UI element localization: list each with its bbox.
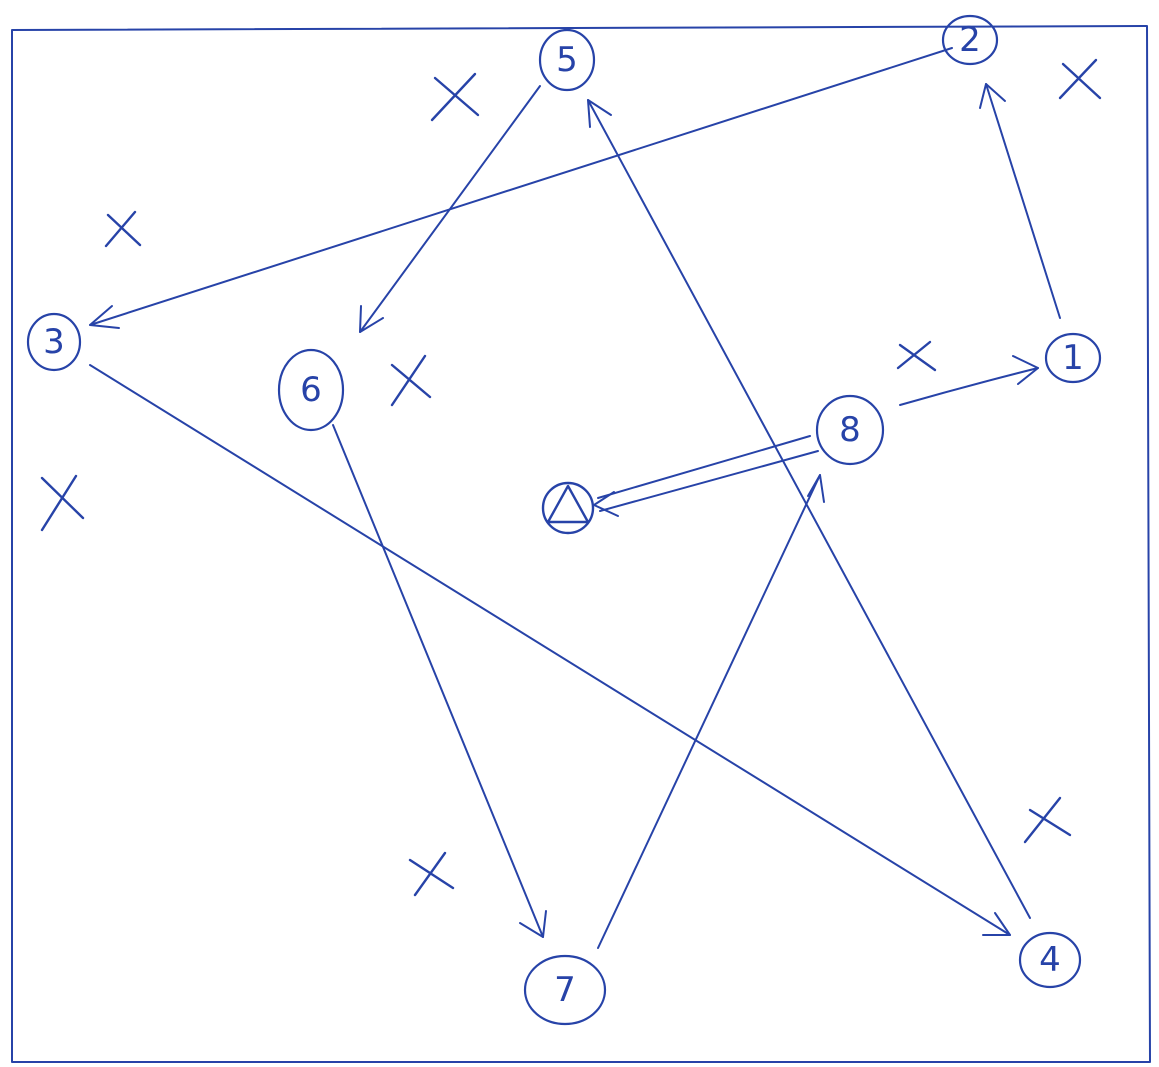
node-8: 8 xyxy=(815,394,885,466)
svg-text:7: 7 xyxy=(554,970,576,1010)
node-2: 2 xyxy=(941,14,999,66)
x-mark-icon xyxy=(1023,796,1072,844)
x-mark-icon xyxy=(390,354,432,407)
x-mark-icon xyxy=(430,72,480,122)
node-1: 1 xyxy=(1044,332,1102,384)
svg-text:3: 3 xyxy=(43,322,65,362)
edge-6-to-7 xyxy=(332,424,547,938)
edge-4-to-5 xyxy=(587,99,1031,919)
edge-2-to-3 xyxy=(89,47,953,329)
node-5: 5 xyxy=(538,28,596,92)
svg-text:4: 4 xyxy=(1039,940,1061,980)
edge-7-to-8 xyxy=(597,474,825,949)
node-7: 7 xyxy=(523,954,607,1026)
node-6: 6 xyxy=(277,348,345,432)
svg-text:2: 2 xyxy=(959,20,981,60)
edge-8-to-start-marker xyxy=(593,435,819,517)
edge-1-to-2 xyxy=(979,83,1061,319)
edge-8-to-1 xyxy=(899,355,1039,406)
svg-text:1: 1 xyxy=(1062,338,1084,378)
node-4: 4 xyxy=(1018,931,1082,989)
circle-with-triangle-icon xyxy=(541,481,595,535)
x-mark-icon xyxy=(40,474,85,532)
x-mark-icon xyxy=(104,210,142,248)
x-mark-icon xyxy=(1058,58,1102,100)
x-mark-icon xyxy=(896,340,937,372)
x-mark-icon xyxy=(408,851,455,897)
x-marks xyxy=(40,58,1102,897)
edges xyxy=(89,47,1061,949)
field-border xyxy=(11,25,1151,1063)
svg-text:8: 8 xyxy=(839,410,861,450)
nodes: 1 2 3 4 5 6 7 8 xyxy=(26,14,1102,1026)
svg-text:5: 5 xyxy=(556,40,578,80)
edge-3-to-4 xyxy=(89,364,1011,936)
svg-text:6: 6 xyxy=(300,370,322,410)
node-3: 3 xyxy=(26,312,82,372)
edge-5-to-6 xyxy=(359,85,541,333)
